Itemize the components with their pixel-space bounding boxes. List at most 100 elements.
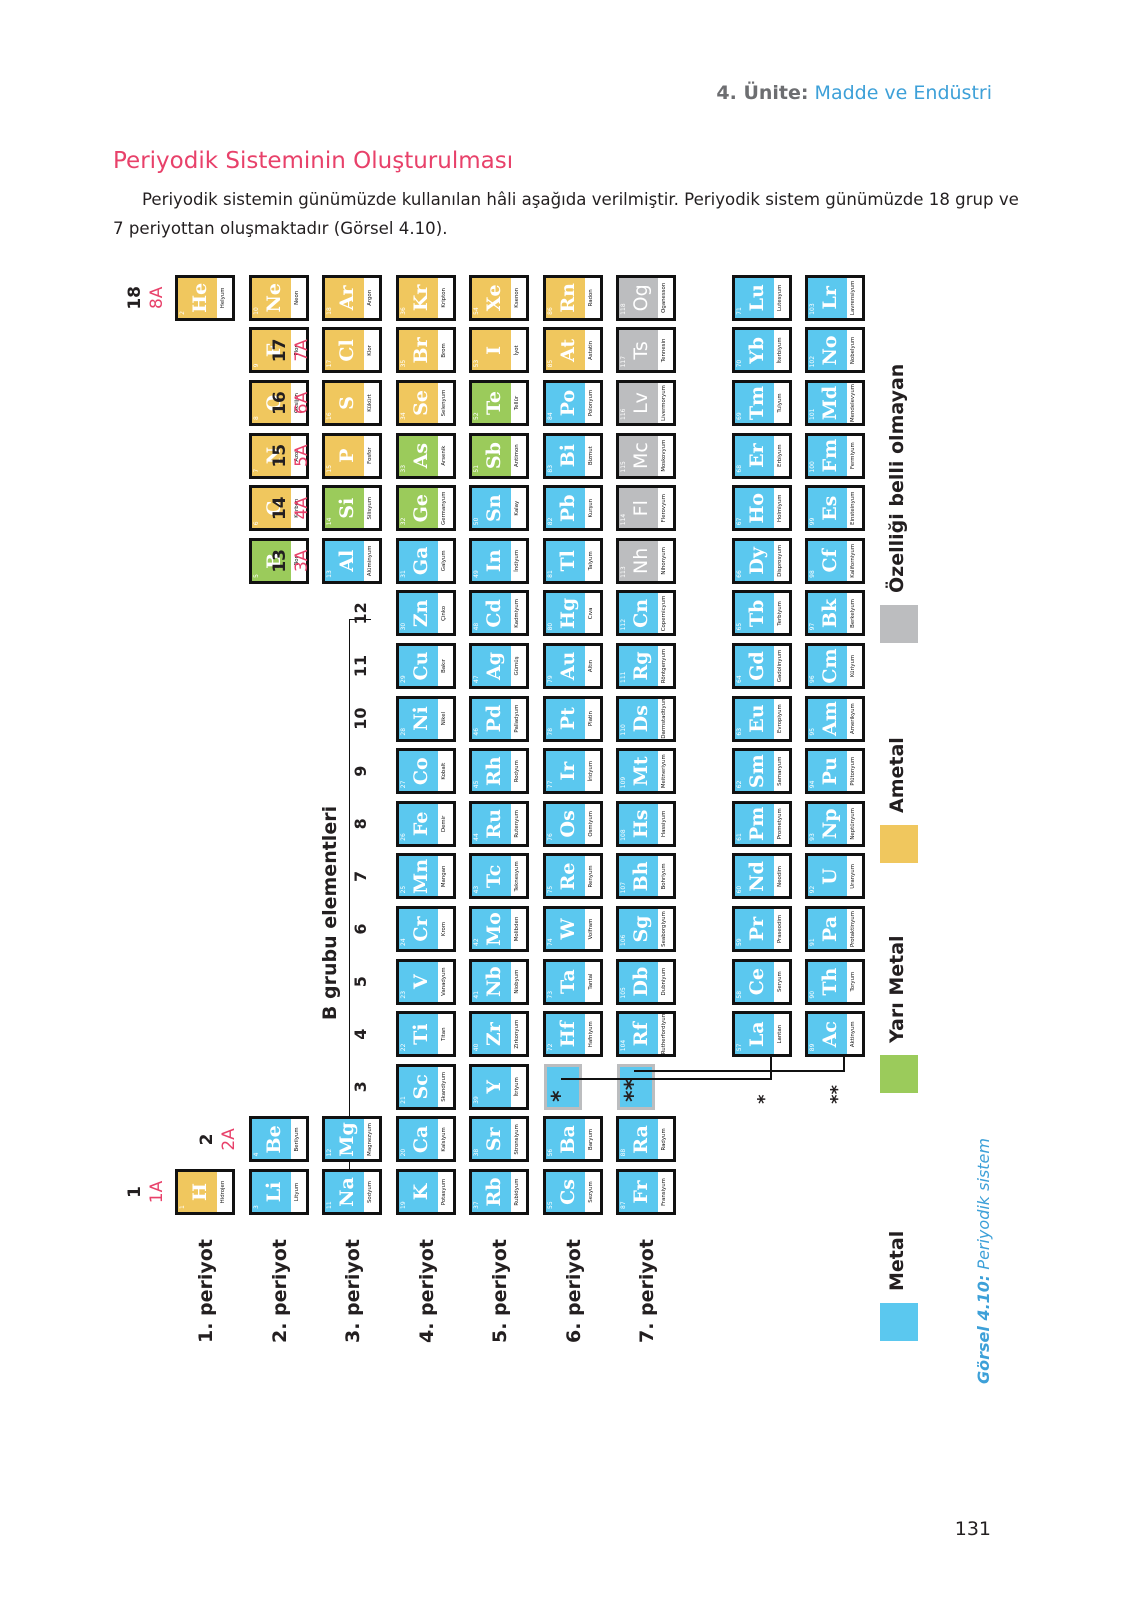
legend-label-2: Ametal <box>886 737 908 813</box>
atomic-number: 100 <box>809 461 816 473</box>
element-name: Silisyum <box>367 496 373 520</box>
element-symbol: Rn <box>556 283 579 313</box>
element-symbol: Md <box>819 385 841 421</box>
element-symbol: Rg <box>630 651 652 681</box>
element-symbol: Sb <box>483 442 505 470</box>
element-symbol: Sc <box>409 1074 432 1100</box>
atomic-number: 83 <box>546 464 554 473</box>
element-symbol: Ga <box>409 546 432 576</box>
b-group-number-5: 5 <box>351 976 370 988</box>
element-name: İridyum <box>587 760 594 782</box>
element-symbol: Fl <box>630 500 652 517</box>
element-symbol: Og <box>630 284 652 312</box>
element-name: Antimon <box>514 444 520 467</box>
atomic-number: 25 <box>399 885 407 894</box>
element-name: Osmiyum <box>587 810 594 837</box>
element-name: Rubidyum <box>514 1178 520 1206</box>
element-symbol: Cl <box>336 339 358 362</box>
element-name: Nikel <box>440 711 447 726</box>
atomic-number: 112 <box>620 618 627 631</box>
element-name: Sezyum <box>587 1181 594 1203</box>
group-number-2: 2 <box>197 1133 217 1146</box>
atomic-number: 4 <box>252 1152 260 1157</box>
element-symbol: Pr <box>746 916 768 942</box>
atomic-number: 79 <box>546 675 554 683</box>
element-symbol: Fr <box>630 1180 652 1204</box>
element-name: Evropiyum <box>777 704 783 733</box>
element-symbol: H <box>189 1183 211 1201</box>
b-group-number-4: 4 <box>351 1028 370 1040</box>
actinide-marker: ** <box>621 1078 646 1102</box>
element-symbol: Zr <box>483 1022 505 1047</box>
element-symbol: Ir <box>556 761 579 781</box>
element-symbol: Nd <box>746 861 768 892</box>
atomic-number: 118 <box>620 303 627 315</box>
atomic-number: 19 <box>399 1201 407 1209</box>
atomic-number: 72 <box>546 1043 554 1052</box>
group-letter-16: 6A <box>292 391 312 415</box>
atomic-number: 98 <box>809 570 816 578</box>
atomic-number: 95 <box>809 727 816 736</box>
element-symbol: Xe <box>483 284 505 312</box>
element-symbol: Co <box>409 757 432 786</box>
atomic-number: 27 <box>399 780 407 789</box>
atomic-number: 41 <box>473 990 480 999</box>
element-name: Uranyum <box>850 864 856 889</box>
element-symbol: Ru <box>483 809 505 839</box>
group-letter-1: 1A <box>147 1180 167 1204</box>
element-name: Samaryum <box>777 756 783 786</box>
element-name: Çinko <box>440 605 447 621</box>
atomic-number: 11 <box>326 1201 333 1209</box>
atomic-number: 105 <box>620 987 627 999</box>
element-name: Kaliforniyum <box>850 543 856 578</box>
atomic-number: 22 <box>399 1043 407 1052</box>
atomic-number: 50 <box>473 517 480 526</box>
element-name: Terbiyum <box>777 601 783 626</box>
element-name: Neon <box>293 290 300 305</box>
atomic-number: 82 <box>546 517 554 526</box>
element-symbol: Bi <box>556 443 579 468</box>
